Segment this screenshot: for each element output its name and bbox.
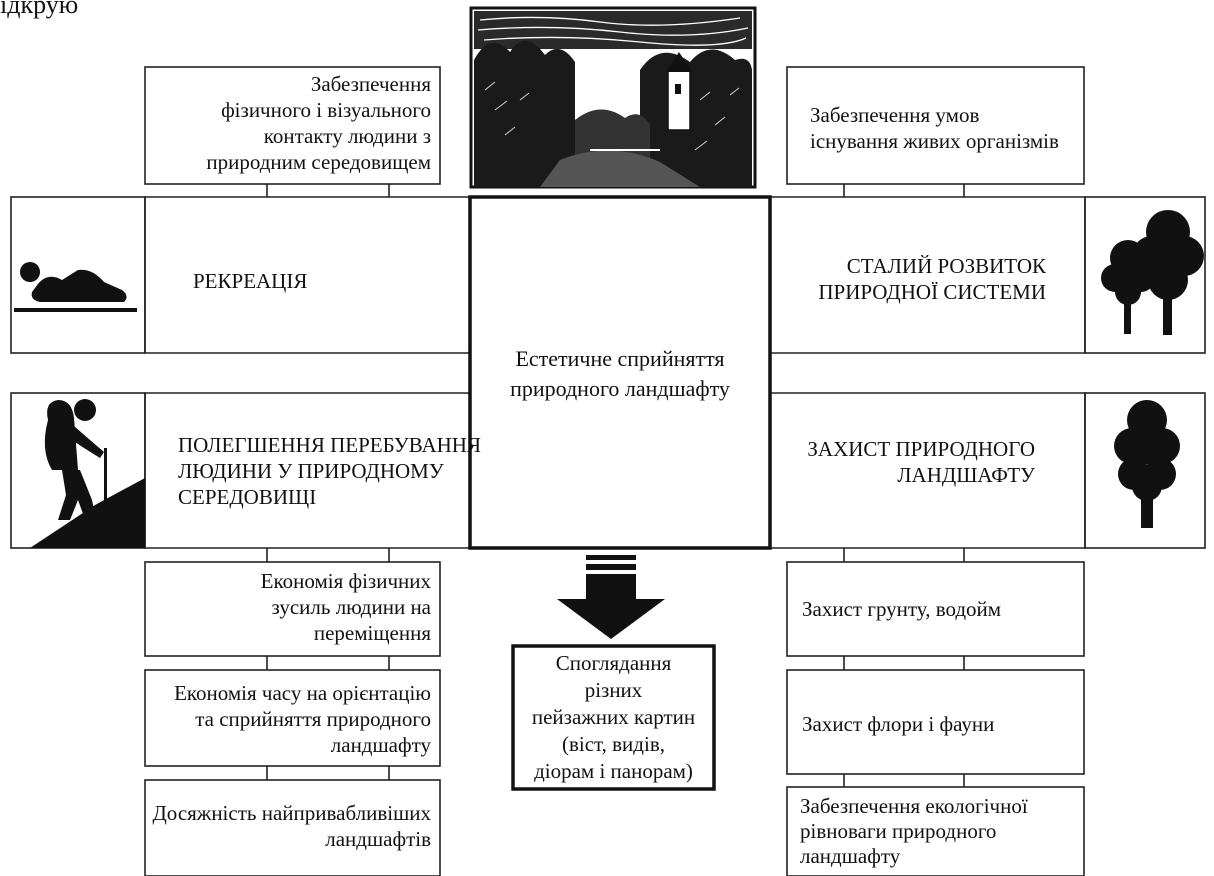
landscape-picture bbox=[469, 6, 757, 189]
down-arrow-icon bbox=[557, 555, 665, 639]
hiker-icon bbox=[30, 399, 145, 548]
recreation-label: РЕКРЕАЦІЯ bbox=[193, 269, 308, 293]
right-bottom-box-3-text: Забезпечення екологічної рівноваги приро… bbox=[800, 794, 1028, 868]
left-bottom-box-2-text: Економія часу на орієнтацію та сприйнятт… bbox=[174, 681, 431, 757]
two-trees-icon bbox=[1101, 210, 1204, 335]
output-box-text: Споглядання різних пейзажних картин (віс… bbox=[531, 651, 696, 783]
center-title: Естетичне сприйняття природного ландшафт… bbox=[510, 346, 730, 401]
left-top-box bbox=[144, 66, 441, 185]
output-box bbox=[511, 644, 716, 791]
center-box bbox=[468, 195, 772, 550]
right-top-box-text: Забезпечення умов існування живих органі… bbox=[810, 103, 1059, 153]
right-bottom-box-1-text: Захист грунту, водойм bbox=[802, 597, 1002, 621]
right-bottom-box-1 bbox=[786, 561, 1085, 657]
left-bottom-box-1-text: Економія фізичних зусиль людини на перем… bbox=[260, 569, 431, 645]
left-bottom-box-2 bbox=[144, 669, 441, 767]
left-bottom-box-3-text: Досяжність найпривабливіших ландшафтів bbox=[152, 801, 431, 851]
right-top-box bbox=[786, 66, 1085, 185]
left-top-box-text: Забезпечення фізичного і візуального кон… bbox=[206, 72, 431, 174]
left-bottom-box-3 bbox=[144, 779, 441, 876]
right-bottom-box-3 bbox=[786, 786, 1085, 876]
sustainable-development-label: СТАЛИЙ РОЗВИТОК ПРИРОДНОЇ СИСТЕМИ bbox=[818, 254, 1046, 304]
left-bottom-box-1 bbox=[144, 561, 441, 657]
resting-person-icon bbox=[14, 262, 137, 312]
cut-off-top-text: ідкрую bbox=[0, 0, 79, 19]
ease-of-stay-label: ПОЛЕГШЕННЯ ПЕРЕБУВАННЯ ЛЮДИНИ У ПРИРОДНО… bbox=[178, 433, 481, 509]
tree-icon bbox=[1114, 400, 1180, 528]
landscape-protection-label: ЗАХИСТ ПРИРОДНОГО ЛАНДШАФТУ bbox=[807, 437, 1035, 487]
right-bottom-box-2-text: Захист флори і фауни bbox=[802, 712, 995, 736]
right-bottom-box-2 bbox=[786, 669, 1085, 775]
